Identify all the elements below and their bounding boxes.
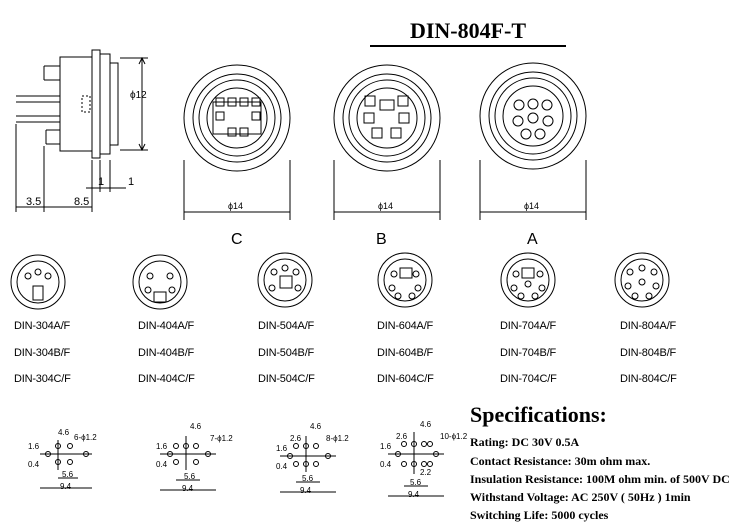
fp1-d3: 1.6: [28, 442, 40, 451]
fp3-d6: 9.4: [300, 486, 312, 495]
part-604a: DIN-604A/F: [377, 320, 434, 332]
part-704c: DIN-704C/F: [500, 373, 557, 385]
variant-label-a: A: [527, 231, 538, 248]
part-804a: DIN-804A/F: [620, 320, 677, 332]
part-404a: DIN-404A/F: [138, 320, 195, 332]
fp4-d4: 0.4: [380, 460, 392, 469]
spec-switching-life: Switching Life: 5000 cycles: [470, 508, 609, 522]
fp3-d1: 4.6: [310, 422, 322, 431]
fp1-d2: 6-ϕ1.2: [74, 433, 97, 442]
dim-d-label: 1: [128, 176, 135, 188]
fp2-d2: 7-ϕ1.2: [210, 434, 233, 443]
specs-heading: Specifications:: [470, 402, 607, 427]
variant-label-c: C: [231, 231, 243, 248]
part-304b: DIN-304B/F: [14, 347, 71, 359]
fp2-d1: 4.6: [190, 422, 202, 431]
fp2-d5: 5.6: [184, 472, 196, 481]
spec-rating: Rating: DC 30V 0.5A: [470, 435, 580, 449]
part-804c: DIN-804C/F: [620, 373, 677, 385]
side-view-drawing: [15, 49, 148, 212]
front-view-a: [479, 62, 587, 220]
fp4-d7: 2.6: [396, 432, 408, 441]
dim-c-label: 1: [98, 176, 105, 188]
part-404c: DIN-404C/F: [138, 373, 195, 385]
fp2-d6: 9.4: [182, 484, 194, 493]
variant-label-b: B: [376, 231, 387, 248]
front-b-dim: ϕ14: [378, 201, 394, 211]
spec-insulation-resistance: Insulation Resistance: 100M ohm min. of …: [470, 472, 730, 486]
fp4-d2: 10-ϕ1.2: [440, 432, 468, 441]
part-604b: DIN-604B/F: [377, 347, 434, 359]
fp4-d8: 2.2: [420, 468, 432, 477]
footprints: [40, 432, 444, 497]
front-view-c: [183, 64, 291, 220]
fp3-d5: 5.6: [302, 474, 314, 483]
fp1-d4: 0.4: [28, 460, 40, 469]
part-504c: DIN-504C/F: [258, 373, 315, 385]
fp2-d4: 0.4: [156, 460, 168, 469]
part-504a: DIN-504A/F: [258, 320, 315, 332]
fp1-d5: 5.6: [62, 470, 74, 479]
fp4-d5: 5.6: [410, 478, 422, 487]
dim-height-label: ϕ12: [130, 90, 147, 101]
part-404b: DIN-404B/F: [138, 347, 195, 359]
front-view-b: [333, 64, 441, 220]
fp2-d3: 1.6: [156, 442, 168, 451]
dim-b-label: 8.5: [74, 196, 90, 208]
part-304c: DIN-304C/F: [14, 373, 71, 385]
front-a-dim: ϕ14: [524, 201, 540, 211]
page-title: DIN-804F-T: [370, 18, 566, 47]
part-804b: DIN-804B/F: [620, 347, 677, 359]
spec-contact-resistance: Contact Resistance: 30m ohm max.: [470, 454, 651, 468]
fp3-d7: 2.6: [290, 434, 302, 443]
pin-layouts: [10, 252, 670, 310]
part-304a: DIN-304A/F: [14, 320, 71, 332]
fp3-d2: 8-ϕ1.2: [326, 434, 349, 443]
fp1-d1: 4.6: [58, 428, 70, 437]
dim-a-label: 3.5: [26, 196, 42, 208]
part-504b: DIN-504B/F: [258, 347, 315, 359]
fp4-d6: 9.4: [408, 490, 420, 499]
fp4-d1: 4.6: [420, 420, 432, 429]
fp3-d4: 0.4: [276, 462, 288, 471]
fp3-d3: 1.6: [276, 444, 288, 453]
spec-withstand-voltage: Withstand Voltage: AC 250V ( 50Hz ) 1min: [470, 490, 691, 504]
fp4-d3: 1.6: [380, 442, 392, 451]
front-c-dim: ϕ14: [228, 201, 244, 211]
fp1-d6: 9.4: [60, 482, 72, 491]
part-704b: DIN-704B/F: [500, 347, 557, 359]
part-604c: DIN-604C/F: [377, 373, 434, 385]
part-704a: DIN-704A/F: [500, 320, 557, 332]
